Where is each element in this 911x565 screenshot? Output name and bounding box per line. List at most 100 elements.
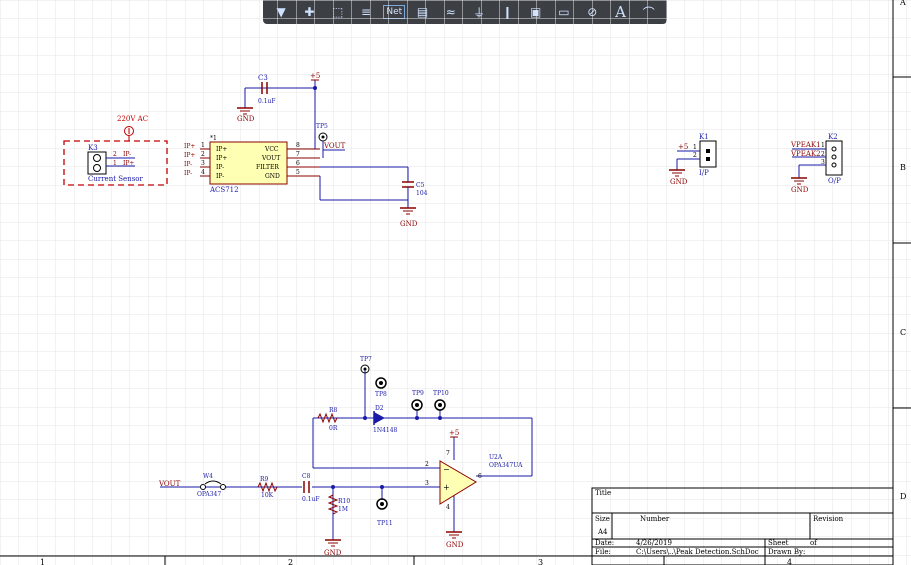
u2a-vcc-label: +5 — [449, 429, 459, 437]
c8-value: 0.1uF — [302, 496, 320, 503]
c8-capacitor[interactable]: C8 0.1uF — [302, 473, 320, 503]
zone-row-b: B — [900, 163, 906, 172]
acs712-pin-filter: FILTER — [256, 164, 279, 171]
k2-ref: K2 — [828, 133, 838, 141]
acs712-pin-gnd: GND — [265, 173, 280, 180]
file-label: File: — [595, 548, 611, 556]
k3-current-sensor[interactable]: K3 2 1 IP- IP+ Current Sensor 220V AC — [63, 115, 168, 186]
k2-connector[interactable]: K2 O/P VPEAK1 VPEAK2 1 2 3 GND — [790, 133, 843, 194]
size-value: A4 — [597, 528, 608, 536]
d2-value: 1N4148 — [373, 427, 398, 434]
u2a-pin-4: 4 — [446, 504, 450, 511]
tp11-testpoint[interactable]: TP11 — [376, 498, 393, 527]
u2a-gnd-label: GND — [446, 541, 464, 549]
of-label: of — [810, 539, 818, 547]
title-label: Title — [595, 489, 611, 497]
tp11-ref: TP11 — [377, 520, 393, 527]
acs712-pin-vout: VOUT — [261, 155, 280, 162]
k3-net-ipminus: IP- — [123, 151, 131, 158]
tp10-testpoint[interactable]: TP10 — [433, 390, 449, 411]
tp7-ref: TP7 — [360, 356, 372, 363]
r9-value: 10K — [261, 492, 274, 499]
k1-pin-1: 1 — [693, 144, 697, 151]
acs712-num-6: 6 — [296, 160, 300, 167]
acs-vcc-label: +5 — [310, 72, 320, 80]
junctions — [313, 86, 442, 489]
k1-ref: K1 — [699, 133, 709, 141]
u2a-opamp[interactable]: − + U2A OPA347UA 2 3 6 7 4 +5 GND — [425, 429, 523, 549]
r10-gnd-label: GND — [324, 549, 342, 557]
c3-capacitor[interactable]: C3 0.1uF GND +5 — [237, 72, 320, 149]
c5-ref: C5 — [416, 182, 425, 189]
k1-comment: I/P — [699, 169, 709, 177]
title-block — [591, 487, 894, 565]
r9-ref: R9 — [260, 476, 269, 483]
number-label: Number — [640, 515, 670, 523]
file-value: C:\Users\..\Peak Detection.SchDoc — [636, 548, 759, 556]
acs712-sensor[interactable]: *1 ACS712 IP+ IP+ IP- IP- VCC VOUT FILTE… — [184, 135, 320, 194]
sheet-label: Sheet — [768, 539, 789, 547]
k2-pin-1: 1 — [821, 142, 825, 149]
zone-row-c: C — [900, 328, 906, 337]
c5-gnd-label: GND — [400, 220, 418, 228]
tp10-ref: TP10 — [433, 390, 449, 397]
zone-col-2: 2 — [288, 558, 293, 565]
size-label: Size — [595, 515, 610, 523]
revision-label: Revision — [813, 515, 844, 523]
k2-net-vpeak2: VPEAK2 — [790, 150, 821, 158]
w4-jumper[interactable]: W4 OPA347 — [197, 473, 226, 498]
svg-text:−: − — [443, 465, 450, 474]
k1-pin-2: 2 — [693, 152, 697, 159]
tp5-ref: TP5 — [316, 123, 328, 130]
acs712-net-ip2: IP+ — [184, 152, 195, 159]
svg-text:+: + — [443, 483, 450, 492]
r8-ref: R8 — [329, 407, 338, 414]
date-value: 4/26/2019 — [636, 539, 672, 547]
tp7-testpoint[interactable]: TP7 — [360, 356, 372, 374]
r9-resistor[interactable]: R9 10K — [257, 476, 278, 499]
d2-diode[interactable]: D2 1N4148 — [373, 405, 398, 434]
k1-net-5v: +5 — [678, 143, 688, 151]
vout-input[interactable]: VOUT — [158, 480, 181, 488]
u2a-pin-6: 6 — [478, 473, 482, 480]
zone-col-3: 3 — [538, 558, 543, 565]
u2a-pin-3: 3 — [425, 480, 429, 487]
w4-value: OPA347 — [197, 491, 221, 498]
r10-ref: R10 — [338, 498, 350, 505]
u2a-pin-2: 2 — [425, 461, 429, 468]
zone-row-a: A — [899, 0, 906, 7]
tp9-testpoint[interactable]: TP9 — [411, 390, 424, 411]
acs712-num-1: 1 — [201, 142, 205, 149]
acs712-pin-ip4: IP- — [216, 173, 224, 180]
tp8-testpoint[interactable]: TP8 — [375, 377, 387, 398]
acs712-num-5: 5 — [296, 169, 300, 176]
acs712-pin-ip2: IP+ — [216, 155, 227, 162]
k3-comment: Current Sensor — [88, 175, 143, 183]
k2-pin-2: 2 — [821, 151, 825, 158]
k1-gnd-label: GND — [670, 178, 688, 186]
tp5-testpoint[interactable]: TP5 VOUT — [316, 123, 346, 158]
r10-value: 1M — [338, 506, 348, 513]
k3-net-ipplus: IP+ — [123, 160, 134, 167]
k2-pin-3: 3 — [821, 159, 825, 166]
c3-value: 0.1uF — [258, 98, 276, 105]
zone-labels: A B C D 1 2 3 4 — [40, 0, 906, 565]
date-label: Date: — [595, 539, 614, 547]
acs712-name: ACS712 — [209, 186, 239, 194]
k2-net-vpeak1: VPEAK1 — [790, 141, 821, 149]
acs712-num-3: 3 — [201, 160, 205, 167]
tp9-ref: TP9 — [412, 390, 424, 397]
acs712-net-ip3: IP- — [184, 161, 192, 168]
c5-capacitor[interactable]: C5 104 GND — [319, 166, 428, 228]
r10-resistor[interactable]: R10 1M GND — [324, 494, 350, 557]
k1-connector[interactable]: K1 I/P +5 1 2 GND — [669, 133, 717, 186]
acs712-pin-vcc: VCC — [264, 146, 279, 153]
acs712-num-2: 2 — [201, 151, 205, 158]
vout-input-label: VOUT — [158, 480, 181, 488]
k3-ref: K3 — [88, 144, 98, 152]
k3-pin-2: 2 — [113, 151, 117, 158]
drawn-by-label: Drawn By: — [768, 548, 805, 556]
r8-resistor[interactable]: R8 0R — [317, 407, 338, 432]
c3-ref: C3 — [258, 74, 268, 82]
